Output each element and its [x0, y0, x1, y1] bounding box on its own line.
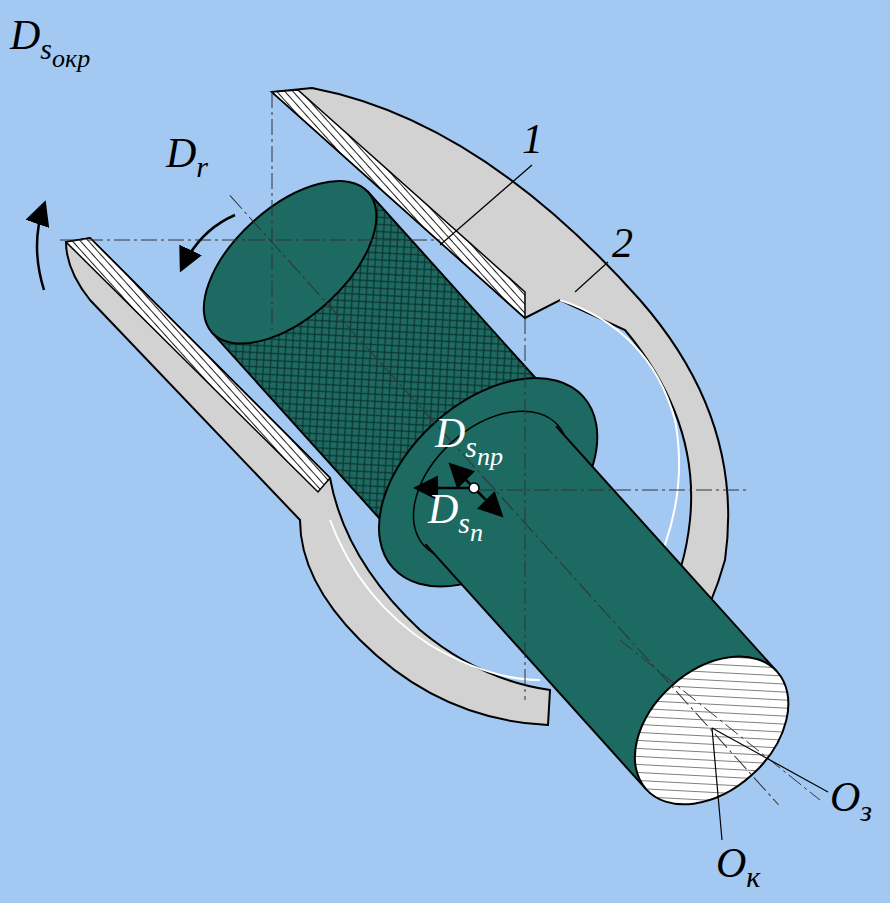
motion-arrows	[37, 205, 500, 514]
motion-label: Oз	[830, 776, 872, 818]
leader-lines	[440, 165, 828, 840]
center-lines	[60, 92, 820, 800]
callout-number: 1	[522, 118, 543, 160]
callout-number: 2	[612, 222, 633, 264]
motion-label: Dsокр	[10, 14, 90, 56]
motion-label: Dsп	[428, 488, 483, 530]
motion-label: Oк	[716, 842, 760, 884]
shaft	[135, 110, 874, 891]
motion-label: Dr	[166, 132, 208, 174]
center-dot	[469, 483, 479, 493]
motion-label: Dsпр	[435, 412, 503, 454]
